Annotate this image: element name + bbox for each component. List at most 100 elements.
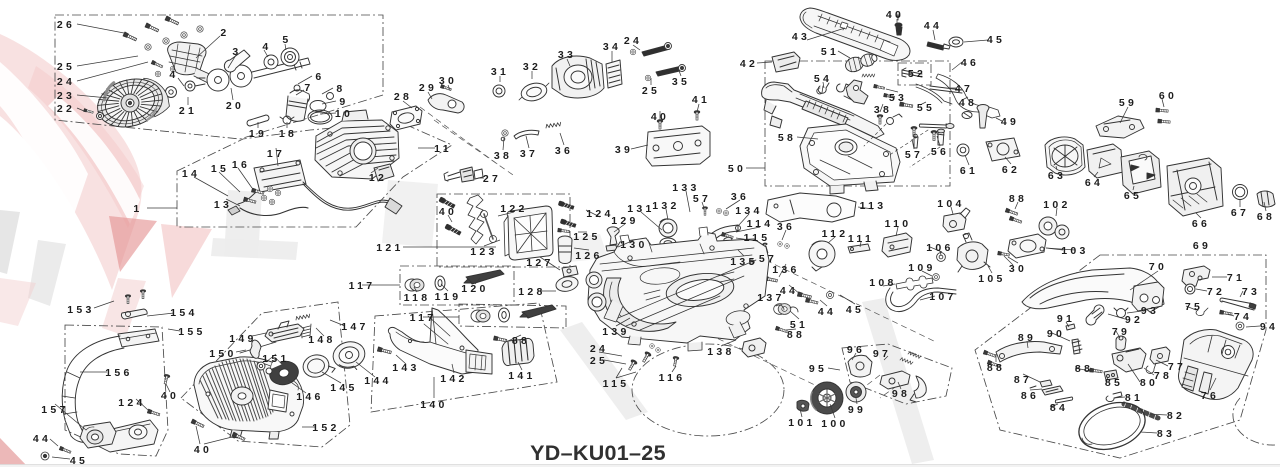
svg-text:125: 125	[573, 231, 600, 243]
svg-text:25: 25	[57, 61, 75, 73]
svg-text:24: 24	[590, 343, 608, 355]
svg-text:20: 20	[226, 100, 244, 112]
svg-text:121: 121	[376, 242, 403, 254]
svg-text:93: 93	[1141, 305, 1159, 317]
svg-text:107: 107	[929, 291, 956, 303]
svg-text:143: 143	[392, 362, 419, 374]
svg-text:30: 30	[439, 75, 457, 87]
svg-text:134: 134	[735, 205, 762, 217]
svg-text:115: 115	[603, 378, 630, 390]
svg-text:96: 96	[847, 344, 865, 356]
svg-text:136: 136	[772, 264, 799, 276]
svg-text:36: 36	[555, 145, 573, 157]
svg-text:48: 48	[959, 97, 977, 109]
svg-text:19: 19	[249, 128, 267, 140]
svg-text:73: 73	[1242, 286, 1260, 298]
svg-text:35: 35	[672, 76, 690, 88]
svg-text:36: 36	[731, 191, 749, 203]
svg-text:153: 153	[67, 304, 94, 316]
svg-text:145: 145	[330, 382, 357, 394]
svg-text:40: 40	[651, 111, 669, 123]
svg-text:5: 5	[282, 34, 291, 46]
svg-text:14: 14	[182, 168, 200, 180]
svg-text:108: 108	[869, 277, 896, 289]
svg-text:88: 88	[987, 362, 1005, 374]
svg-text:97: 97	[873, 348, 891, 360]
svg-text:40: 40	[194, 444, 212, 456]
svg-text:157: 157	[41, 404, 68, 416]
svg-text:90: 90	[1047, 328, 1065, 340]
svg-text:116: 116	[659, 372, 686, 384]
svg-text:137: 137	[757, 292, 784, 304]
svg-text:27: 27	[483, 173, 501, 185]
svg-text:25: 25	[642, 85, 660, 97]
svg-text:132: 132	[652, 200, 679, 212]
svg-text:101: 101	[788, 417, 815, 429]
svg-text:54: 54	[814, 73, 832, 85]
svg-text:45: 45	[987, 34, 1005, 46]
svg-text:70: 70	[1149, 261, 1167, 273]
svg-text:8: 8	[336, 83, 345, 95]
svg-text:114: 114	[747, 218, 774, 230]
svg-text:60: 60	[1159, 90, 1177, 102]
svg-text:110: 110	[885, 218, 912, 230]
svg-text:68: 68	[1257, 211, 1275, 223]
svg-text:119: 119	[435, 291, 462, 303]
svg-text:2: 2	[220, 27, 229, 39]
svg-text:124: 124	[118, 397, 145, 409]
svg-text:155: 155	[178, 326, 205, 338]
svg-text:142: 142	[440, 373, 467, 385]
svg-text:84: 84	[1050, 402, 1068, 414]
svg-text:44: 44	[780, 285, 798, 297]
svg-text:124: 124	[586, 208, 613, 220]
svg-text:31: 31	[491, 66, 509, 78]
svg-text:55: 55	[917, 102, 935, 114]
svg-text:47: 47	[955, 83, 973, 95]
svg-text:34: 34	[603, 41, 621, 53]
svg-text:115: 115	[744, 232, 771, 244]
svg-text:26: 26	[57, 19, 75, 31]
svg-text:24: 24	[57, 76, 75, 88]
svg-text:87: 87	[1014, 374, 1032, 386]
svg-text:150: 150	[209, 348, 236, 360]
svg-text:109: 109	[908, 262, 935, 274]
svg-text:78: 78	[1154, 370, 1172, 382]
svg-text:23: 23	[57, 90, 75, 102]
svg-text:76: 76	[1201, 390, 1219, 402]
svg-text:4: 4	[169, 69, 178, 81]
svg-text:92: 92	[1125, 314, 1143, 326]
svg-text:25: 25	[590, 355, 608, 367]
svg-text:88: 88	[787, 329, 805, 341]
svg-text:61: 61	[960, 165, 978, 177]
svg-text:122: 122	[500, 203, 527, 215]
svg-text:123: 123	[470, 246, 497, 258]
svg-text:151: 151	[262, 353, 289, 365]
svg-text:74: 74	[1234, 311, 1252, 323]
svg-text:59: 59	[1119, 97, 1137, 109]
svg-text:144: 144	[364, 375, 391, 387]
svg-text:131: 131	[627, 203, 654, 215]
svg-text:40: 40	[439, 206, 457, 218]
svg-text:82: 82	[1167, 410, 1185, 422]
svg-text:63: 63	[1048, 170, 1066, 182]
svg-text:117: 117	[349, 280, 376, 292]
svg-text:106: 106	[926, 242, 953, 254]
svg-text:104: 104	[937, 198, 964, 210]
svg-text:42: 42	[740, 58, 758, 70]
svg-text:1: 1	[133, 203, 142, 215]
svg-text:139: 139	[602, 326, 629, 338]
svg-text:37: 37	[520, 148, 538, 160]
svg-text:21: 21	[179, 105, 197, 117]
svg-text:64: 64	[1085, 177, 1103, 189]
svg-text:127: 127	[526, 257, 553, 269]
svg-text:24: 24	[624, 35, 642, 47]
svg-text:154: 154	[170, 307, 197, 319]
svg-text:98: 98	[892, 388, 910, 400]
svg-text:13: 13	[214, 199, 232, 211]
svg-text:52: 52	[908, 68, 926, 80]
svg-text:147: 147	[341, 321, 368, 333]
svg-text:44: 44	[33, 433, 51, 445]
svg-text:95: 95	[809, 363, 827, 375]
svg-text:51: 51	[821, 46, 839, 58]
svg-text:62: 62	[1002, 164, 1020, 176]
